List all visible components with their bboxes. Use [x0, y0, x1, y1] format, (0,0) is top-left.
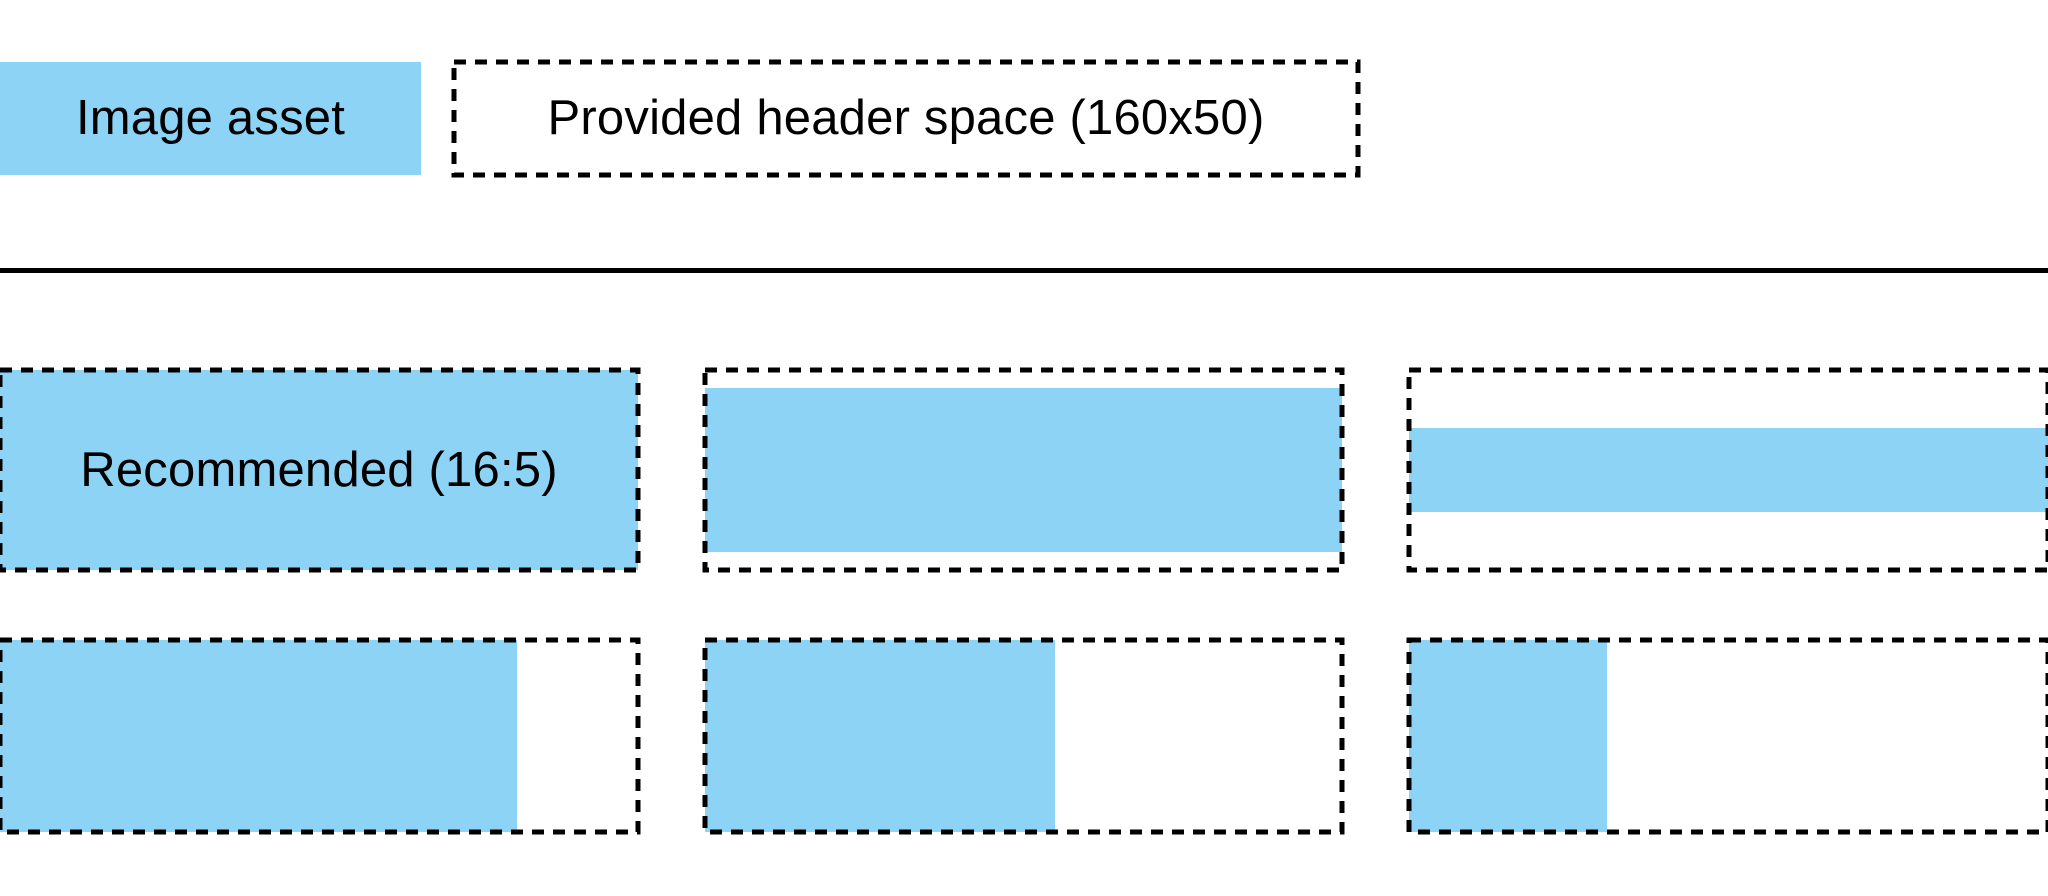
- example-recommended-16-5: Recommended (16:5): [0, 367, 641, 573]
- example-full-width-82pct-height: [702, 367, 1345, 573]
- example-full-width-42pct-height: [1406, 367, 2048, 573]
- legend-header-space-box: Provided header space (160x50): [451, 59, 1361, 178]
- image-asset-fill: [705, 640, 1056, 832]
- legend-image-asset-swatch: Image asset: [0, 62, 421, 175]
- recommended-label: Recommended (16:5): [80, 442, 558, 497]
- section-divider: [0, 268, 2048, 273]
- legend-image-asset-label: Image asset: [75, 91, 346, 145]
- image-asset-fill: [1409, 640, 1608, 832]
- image-asset-fill: [1409, 428, 2048, 512]
- example-81pct-width-full-height: [0, 637, 641, 835]
- example-55pct-width-full-height: [702, 637, 1345, 835]
- image-asset-fill: [705, 388, 1342, 552]
- image-asset-fill: [0, 640, 517, 832]
- legend-header-space-label: Provided header space (160x50): [547, 91, 1265, 145]
- example-31pct-width-full-height: [1406, 637, 2048, 835]
